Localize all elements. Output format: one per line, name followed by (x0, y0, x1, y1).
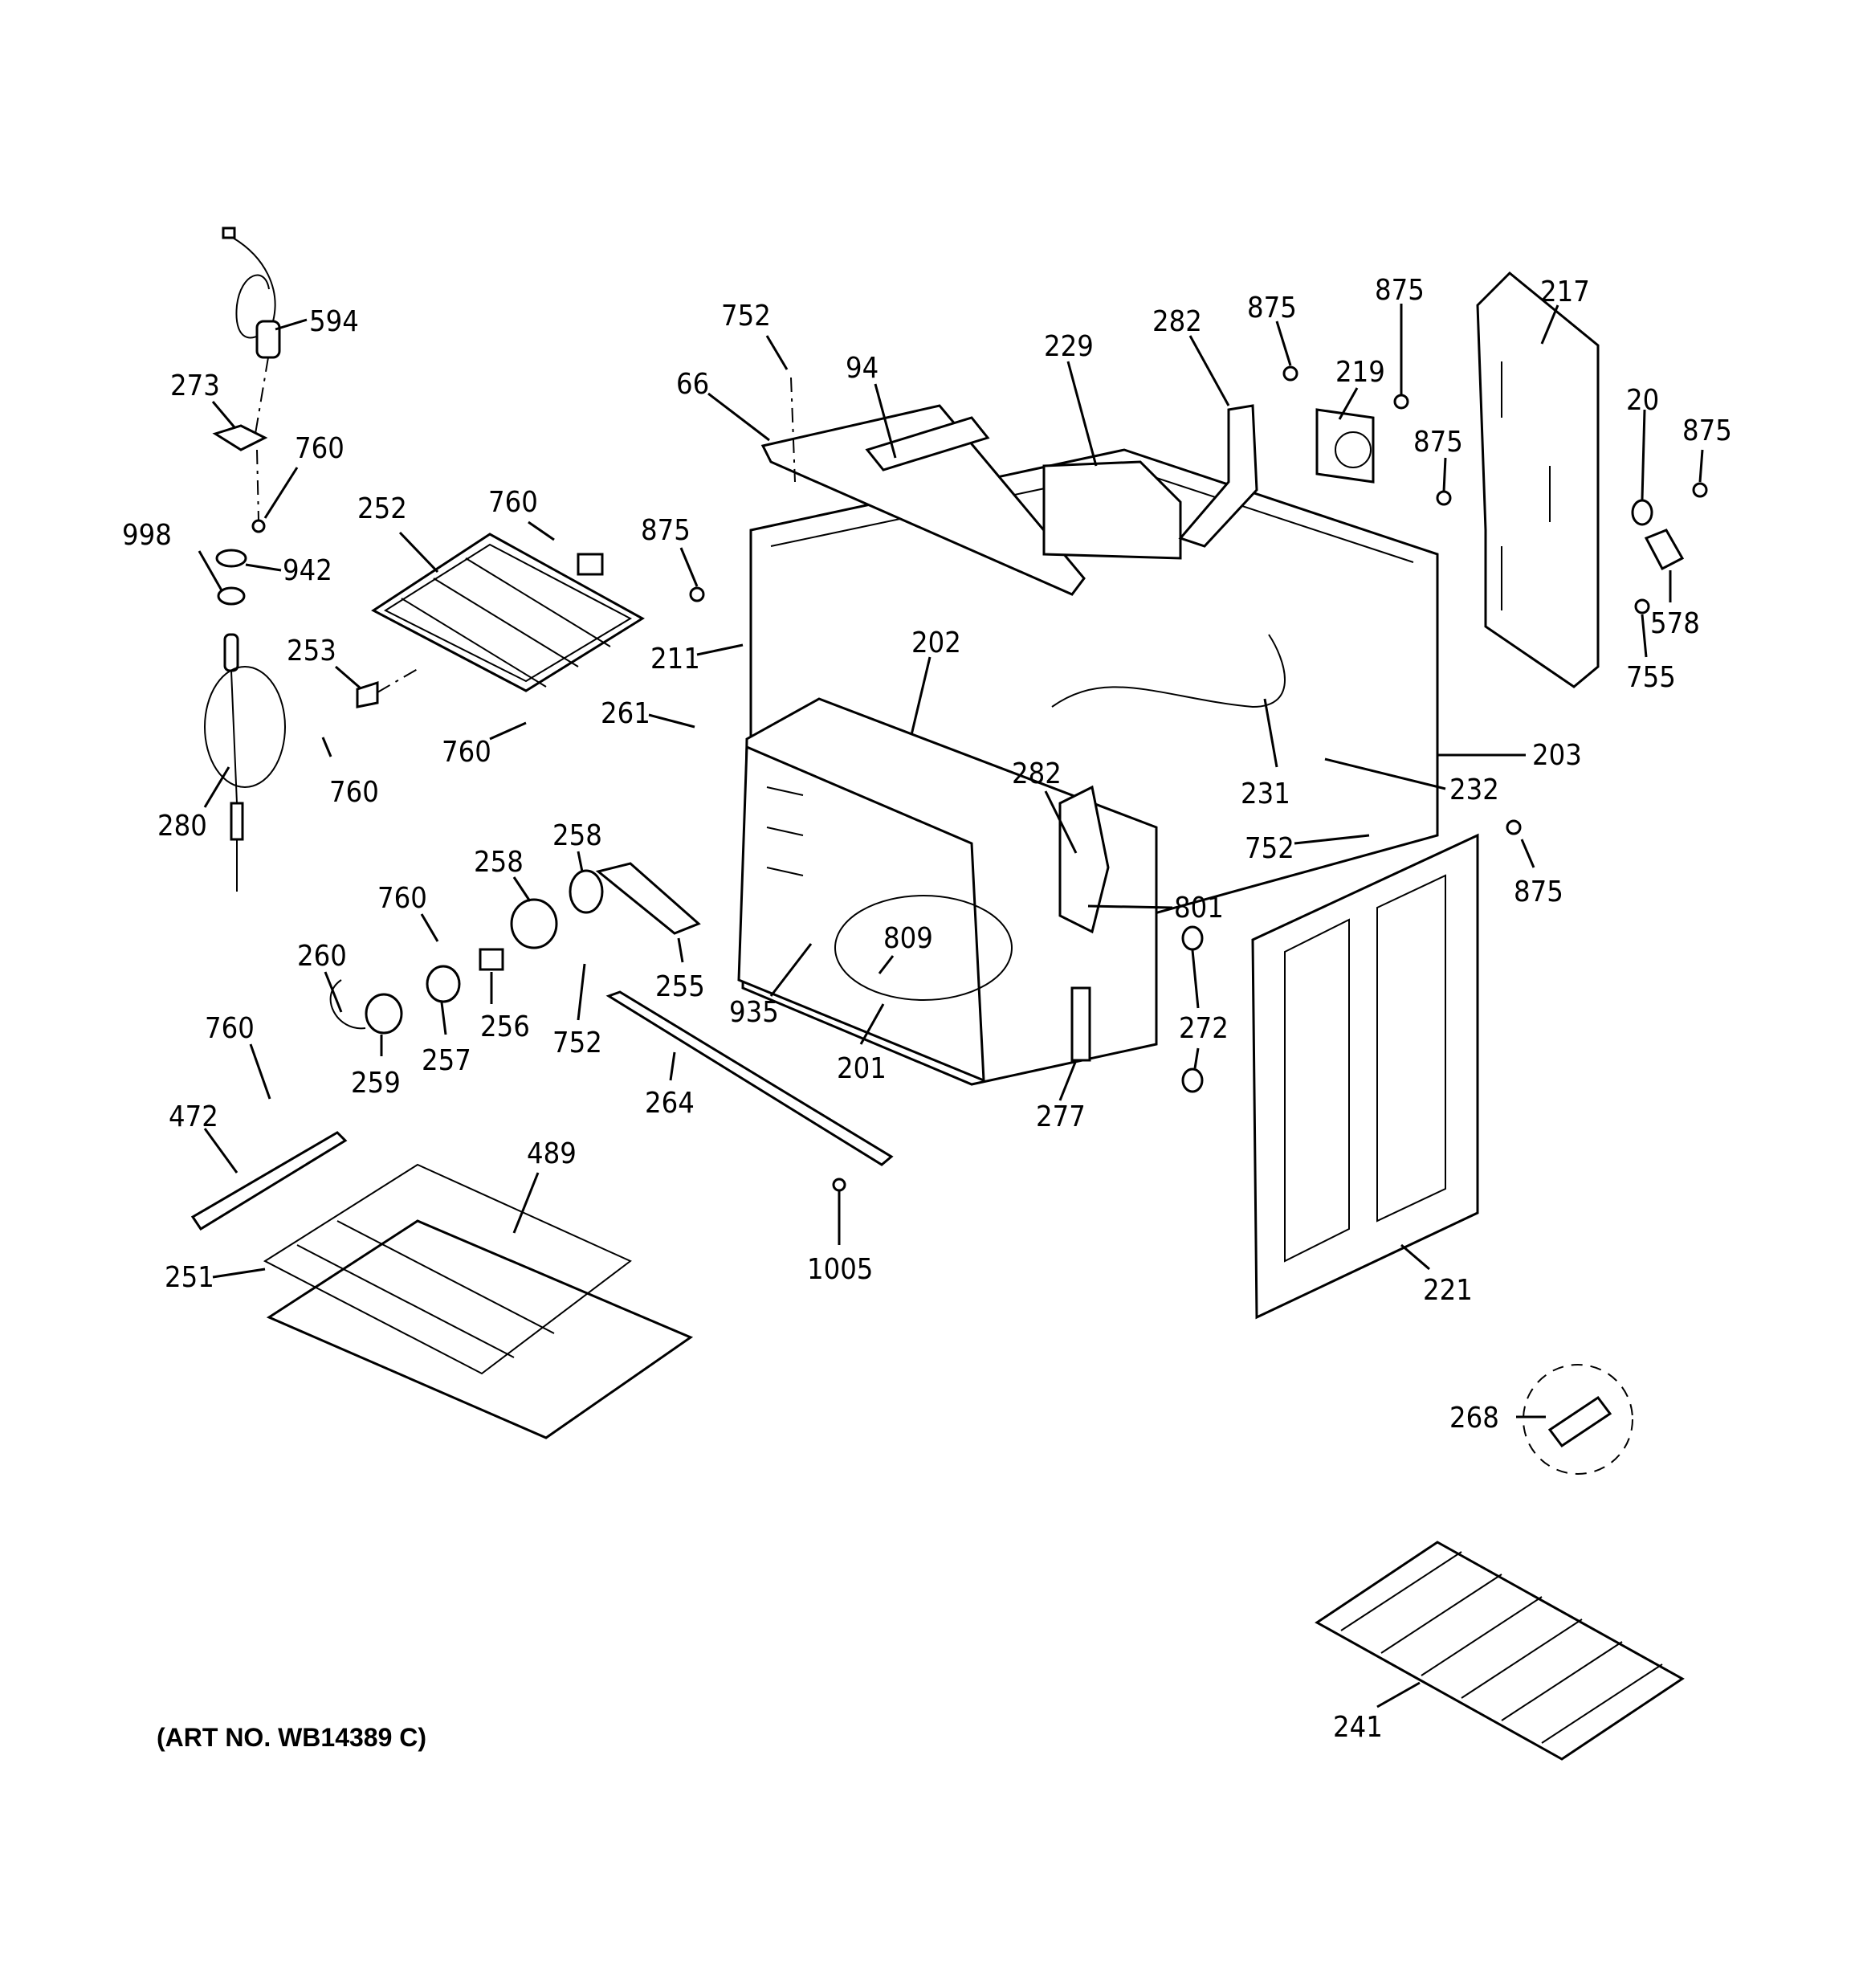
screw-part (1506, 819, 1522, 835)
bracket-part (356, 680, 379, 708)
callout-489[interactable]: 489 (527, 1137, 577, 1170)
callout-280[interactable]: 280 (157, 810, 207, 843)
callout-272[interactable]: 272 (1179, 1012, 1229, 1045)
oven-rack-part (1315, 1541, 1685, 1761)
callout-273[interactable]: 273 (170, 369, 220, 402)
callout-752[interactable]: 752 (1245, 832, 1294, 865)
callout-282[interactable]: 282 (1152, 305, 1202, 338)
screw-part (1692, 482, 1708, 498)
temperature-sensor-part (222, 227, 281, 435)
callout-760[interactable]: 760 (377, 882, 427, 915)
back-panel-part (1315, 408, 1375, 484)
bake-element-part (190, 1131, 694, 1439)
callout-277[interactable]: 277 (1036, 1100, 1086, 1133)
callout-942[interactable]: 942 (283, 554, 332, 587)
screw-part (689, 586, 705, 602)
callout-760[interactable]: 760 (488, 486, 538, 519)
callout-202[interactable]: 202 (911, 627, 961, 659)
callout-809[interactable]: 809 (883, 922, 933, 955)
side-panel-part (1476, 271, 1600, 688)
callout-258[interactable]: 258 (552, 819, 602, 852)
callout-875[interactable]: 875 (1375, 274, 1425, 307)
callout-268[interactable]: 268 (1449, 1402, 1499, 1435)
callout-241[interactable]: 241 (1333, 1711, 1383, 1744)
callout-760[interactable]: 760 (205, 1012, 255, 1045)
plug-part (1644, 529, 1685, 571)
light-cover-part (595, 862, 701, 935)
callout-257[interactable]: 257 (422, 1044, 471, 1077)
callout-578[interactable]: 578 (1650, 607, 1700, 640)
hinge-part (1070, 986, 1091, 1062)
duct-part (1178, 404, 1258, 548)
probe-assembly-part (204, 633, 286, 892)
bumper-part (1181, 1067, 1204, 1093)
clip-part (1547, 1395, 1612, 1448)
callout-229[interactable]: 229 (1044, 330, 1094, 363)
callout-594[interactable]: 594 (309, 305, 359, 338)
callout-203[interactable]: 203 (1532, 739, 1582, 772)
callout-875[interactable]: 875 (1413, 426, 1463, 459)
callout-875[interactable]: 875 (1514, 876, 1563, 908)
callout-760[interactable]: 760 (295, 432, 344, 465)
callout-755[interactable]: 755 (1626, 661, 1676, 694)
callout-258[interactable]: 258 (474, 846, 524, 879)
grommet-part (215, 549, 247, 568)
insulation-part (1058, 785, 1110, 934)
harness-part (1051, 634, 1286, 708)
line-art (190, 227, 1708, 1761)
broil-element-part (371, 533, 645, 692)
rack-support-part (605, 990, 894, 1166)
screw-part (1634, 598, 1650, 614)
callout-264[interactable]: 264 (645, 1087, 695, 1120)
callout-261[interactable]: 261 (601, 697, 650, 730)
callout-875[interactable]: 875 (641, 514, 691, 547)
callouts: 594 273 760 998 942 280 252 760 253 760 … (122, 274, 1732, 1744)
callout-255[interactable]: 255 (655, 970, 705, 1003)
callout-252[interactable]: 252 (357, 492, 407, 525)
callout-231[interactable]: 231 (1241, 778, 1290, 810)
callout-259[interactable]: 259 (351, 1067, 401, 1100)
callout-875[interactable]: 875 (1682, 414, 1732, 447)
callout-998[interactable]: 998 (122, 519, 172, 552)
bumper-part (1181, 925, 1204, 951)
callout-221[interactable]: 221 (1423, 1274, 1473, 1307)
callout-256[interactable]: 256 (480, 1010, 530, 1043)
callout-1005[interactable]: 1005 (807, 1253, 873, 1286)
ring-part (1631, 499, 1653, 526)
callout-219[interactable]: 219 (1335, 356, 1385, 389)
callout-282[interactable]: 282 (1012, 757, 1062, 790)
screw-part (1393, 394, 1409, 410)
callout-232[interactable]: 232 (1449, 774, 1499, 806)
insulation-part (1042, 460, 1182, 560)
bracket-part (212, 424, 268, 451)
callout-211[interactable]: 211 (650, 643, 700, 676)
callout-801[interactable]: 801 (1174, 892, 1224, 925)
door-part (1251, 833, 1479, 1320)
callout-472[interactable]: 472 (169, 1100, 218, 1133)
light-socket-part (329, 869, 604, 1035)
callout-201[interactable]: 201 (837, 1052, 887, 1085)
callout-260[interactable]: 260 (297, 940, 347, 973)
art-number: (ART NO. WB14389 C) (157, 1723, 427, 1752)
callout-94[interactable]: 94 (846, 352, 879, 385)
callout-752[interactable]: 752 (721, 300, 771, 333)
callout-752[interactable]: 752 (552, 1027, 602, 1059)
callout-251[interactable]: 251 (165, 1261, 214, 1294)
callout-66[interactable]: 66 (676, 368, 709, 401)
callout-760[interactable]: 760 (442, 736, 491, 769)
callout-20[interactable]: 20 (1626, 384, 1659, 417)
screw-part (832, 1178, 846, 1192)
callout-253[interactable]: 253 (287, 635, 336, 667)
screw-part (1436, 490, 1452, 506)
oven-liner-part (737, 697, 1158, 1086)
callout-875[interactable]: 875 (1247, 292, 1297, 325)
screw-part (1282, 365, 1298, 382)
nut-part (217, 586, 246, 606)
screw-part (251, 519, 266, 533)
callout-217[interactable]: 217 (1540, 276, 1590, 308)
callout-935[interactable]: 935 (729, 996, 779, 1029)
callout-760[interactable]: 760 (329, 776, 379, 809)
top-vent-part (760, 377, 1086, 596)
